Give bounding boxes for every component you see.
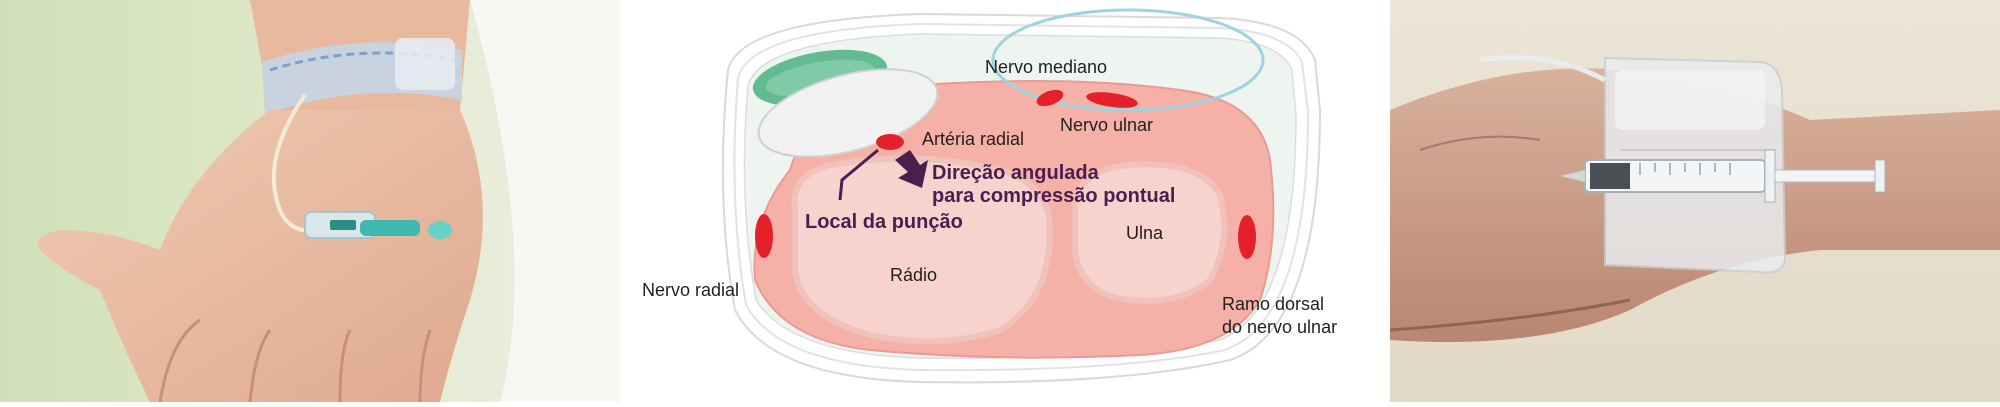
- label-nervo-radial: Nervo radial: [642, 280, 740, 300]
- direction-arrow-icon: [895, 150, 928, 188]
- ulna-bone: [1072, 161, 1228, 304]
- label-direcao-line1: Direção angulada: [932, 162, 1099, 184]
- photo-palm-with-cannula: [0, 0, 620, 403]
- puncture-leader-line: [838, 148, 879, 201]
- label-ramo-dorsal-line2: do nervo ulnar: [1222, 317, 1338, 337]
- radial-artery-vessel: [876, 134, 904, 150]
- label-nervo-ulnar: Nervo ulnar: [1060, 115, 1154, 135]
- compression-area-outline: [991, 8, 1265, 112]
- label-direcao-line2: para compressão pontual: [932, 185, 1176, 207]
- label-local-puncao: Local da punção: [805, 211, 963, 233]
- radial-nerve-vessel: [755, 214, 773, 258]
- label-nervo-mediano: Nervo mediano: [985, 57, 1108, 77]
- cross-section-drawing: [721, 8, 1322, 384]
- radius-bone: [791, 155, 1054, 345]
- ulnar-vessel-2: [1086, 92, 1138, 108]
- wrist-cross-section-diagram: Nervo mediano Artéria radial Nervo ulnar…: [620, 0, 1390, 402]
- label-radio: Rádio: [890, 265, 938, 285]
- photo-wrist-band-syringe: [1389, 0, 2000, 402]
- label-ramo-dorsal-line1: Ramo dorsal: [1222, 294, 1325, 314]
- dorsal-branch-vessel: [1238, 215, 1256, 259]
- label-arteria-radial: Artéria radial: [922, 129, 1025, 149]
- ulnar-vessel-1: [1036, 89, 1064, 107]
- wrist-band-photo-illustration: [1389, 0, 2000, 402]
- label-ulna: Ulna: [1126, 223, 1164, 243]
- palm-photo-illustration: [0, 0, 620, 403]
